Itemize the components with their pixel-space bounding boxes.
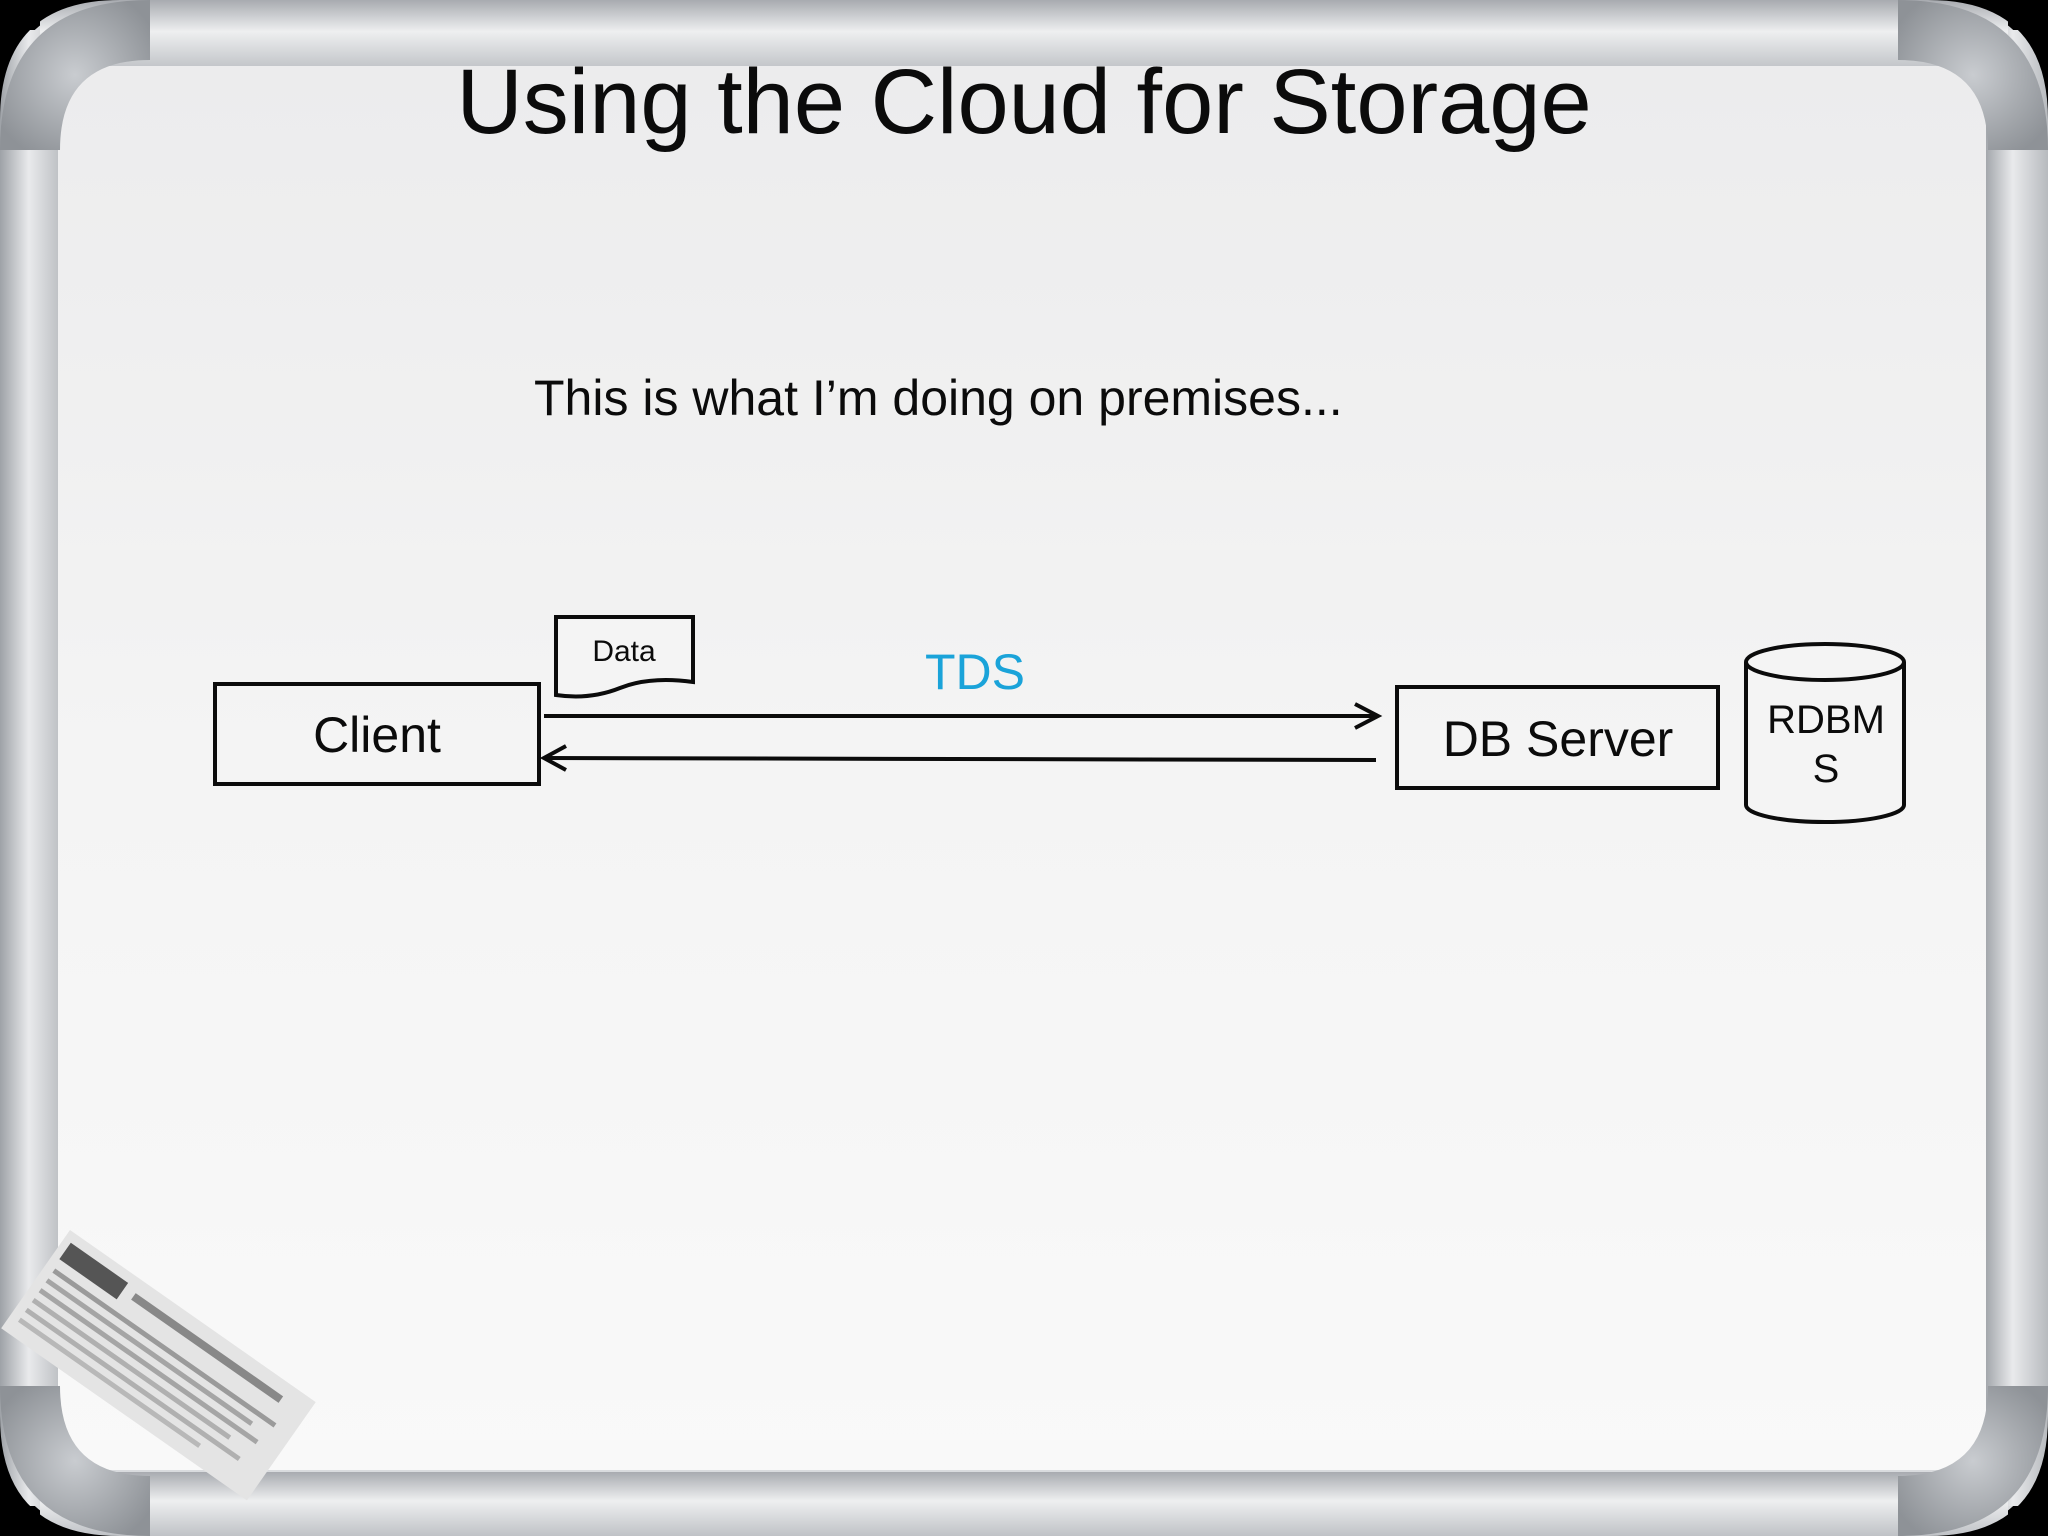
client-label: Client	[313, 707, 441, 763]
care-sticker	[1, 1230, 316, 1501]
database-label-line1: RDBM	[1767, 698, 1885, 742]
corner-cap-top-right	[1898, 0, 2048, 150]
subtitle: This is what I’m doing on premises...	[534, 370, 1343, 426]
db-server-label: DB Server	[1443, 711, 1674, 767]
db-server-box	[1395, 685, 1720, 790]
arrow-icon	[539, 744, 567, 772]
board-surface	[58, 66, 1986, 1470]
database-cylinder-icon	[1744, 642, 1906, 824]
protocol-label: TDS	[925, 644, 1025, 700]
document-icon	[554, 615, 695, 699]
client-box	[213, 682, 541, 786]
arrow-icon	[1354, 702, 1383, 730]
response-arrow	[543, 756, 1377, 762]
database-label-line2: S	[1813, 747, 1840, 791]
corner-cap-bottom-right	[1898, 1386, 2048, 1536]
data-doc-label: Data	[592, 635, 656, 668]
corner-cap-bottom-left	[0, 1386, 150, 1536]
page-title: Using the Cloud for Storage	[456, 51, 1592, 153]
corner-cap-top-left	[0, 0, 150, 150]
